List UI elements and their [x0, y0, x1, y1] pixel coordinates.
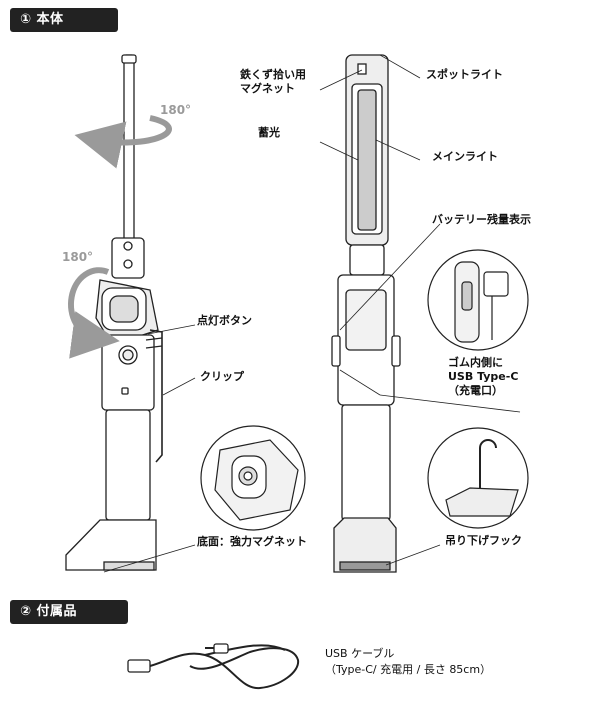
label-usb-port: ゴム内側に USB Type-C （充電口） [448, 356, 518, 398]
side-view-light [65, 54, 196, 573]
clip-icon [149, 329, 163, 463]
label-power-button: 点灯ボタン [197, 314, 252, 327]
section-header-main-body: ① 本体 [10, 8, 118, 32]
label-main-light: メインライト [432, 150, 498, 163]
label-spotlight: スポットライト [426, 68, 503, 81]
magnet-base [65, 519, 157, 571]
hook-detail-circle [427, 427, 529, 529]
cable-caption: USB ケーブル （Type-C/ 充電用 / 長さ 85cm） [325, 646, 491, 678]
spotlight-icon [357, 63, 367, 75]
label-usb-port-line3: （充電口） [448, 384, 503, 397]
grip [105, 409, 151, 521]
usb-port-detail-circle [427, 249, 529, 351]
shaft [123, 54, 135, 246]
front-view-light [319, 54, 521, 573]
label-hanging-hook: 吊り下げフック [445, 534, 522, 547]
label-bottom-magnet: 底面：強力マグネット [197, 535, 307, 548]
label-battery-indicator: バッテリー残量表示 [432, 213, 531, 226]
rotation-arrows [68, 115, 172, 359]
section-header-accessories: ② 付属品 [10, 600, 128, 624]
label-magnet-pickup-line1: 鉄くず拾い用 [240, 68, 306, 81]
usb-cable-illustration [127, 643, 300, 690]
front-grip [341, 404, 391, 521]
label-usb-port-line2: USB Type-C [448, 370, 519, 383]
rotation-top-degrees: 180° [160, 103, 192, 117]
label-glow: 蓄光 [258, 126, 280, 139]
hinge-block [111, 237, 145, 279]
cable-caption-line1: USB ケーブル [325, 647, 395, 660]
label-usb-port-line1: ゴム内側に [448, 356, 503, 369]
main-light-icon [357, 89, 377, 231]
button-detail-circle [200, 425, 306, 531]
cable-caption-line2: （Type-C/ 充電用 / 長さ 85cm） [325, 663, 492, 676]
front-base [333, 517, 397, 573]
neck [349, 244, 385, 276]
label-magnet-pickup: 鉄くず拾い用 マグネット [240, 68, 306, 96]
label-magnet-pickup-line2: マグネット [240, 82, 295, 95]
label-clip: クリップ [200, 370, 244, 383]
rotation-middle-degrees: 180° [62, 250, 94, 264]
hook-icon [479, 439, 497, 500]
